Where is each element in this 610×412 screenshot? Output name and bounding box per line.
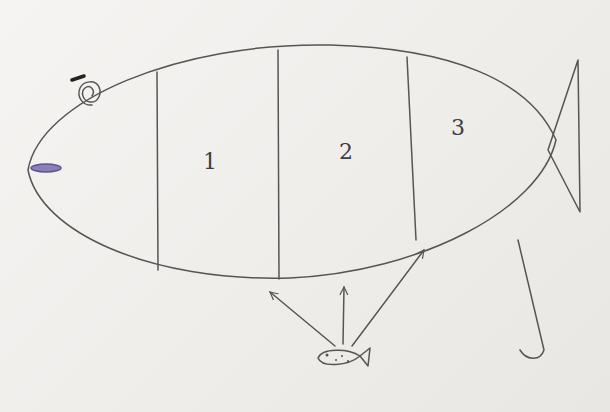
small-fish [318, 348, 370, 366]
fish-tail [548, 60, 580, 212]
section-number: 1 [203, 151, 217, 173]
fish-eye [79, 82, 100, 105]
hook [518, 240, 544, 358]
eyebrow [72, 76, 84, 80]
pointer-arrow [352, 250, 424, 346]
section-number: 2 [339, 141, 353, 163]
fish-body [28, 45, 556, 278]
small-fish-eye [326, 354, 350, 363]
fish-mouth [31, 164, 61, 172]
section-divider [157, 72, 158, 270]
section-divider [407, 57, 416, 240]
pointer-arrow [270, 292, 335, 346]
section-number: 3 [451, 117, 465, 139]
pointer-arrow [343, 287, 344, 344]
section-divider [278, 50, 279, 279]
